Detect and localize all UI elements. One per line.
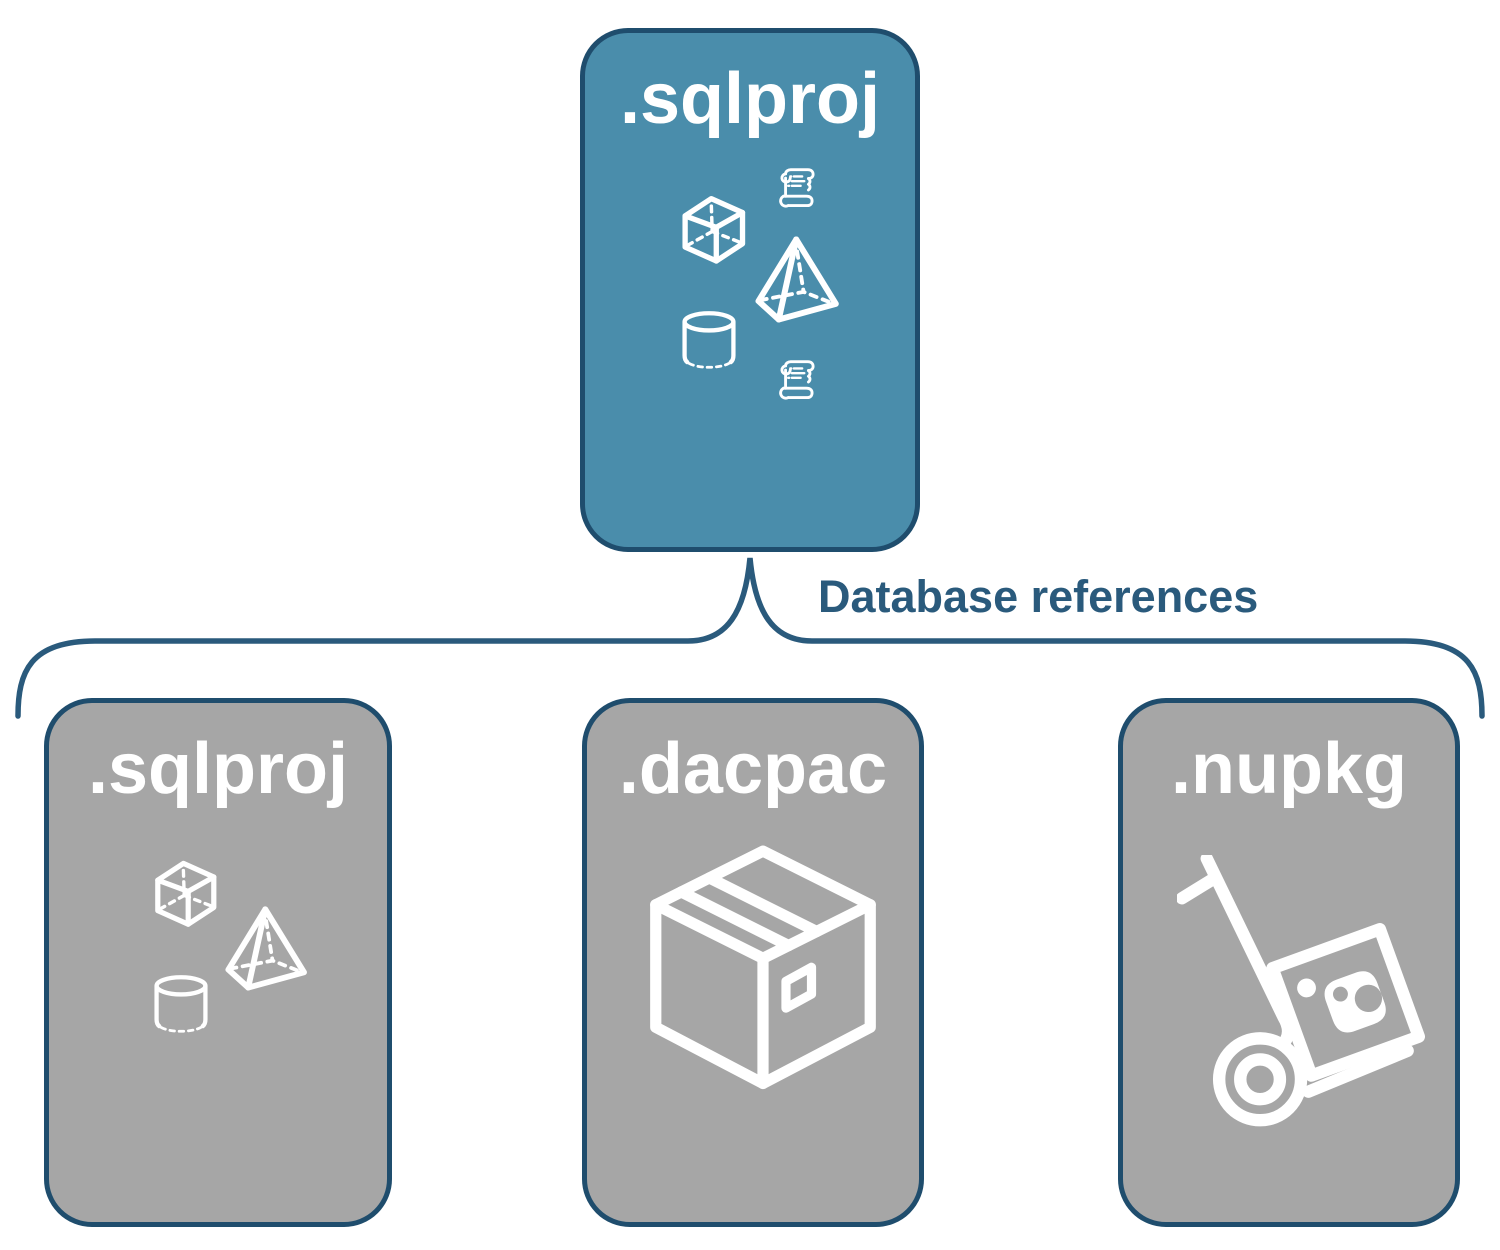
- package-box-icon: [643, 837, 883, 1095]
- cube-icon: [669, 188, 757, 270]
- card-child-nupkg-title: .nupkg: [1171, 729, 1407, 809]
- card-child-sqlproj-title: .sqlproj: [87, 729, 348, 809]
- card-child-dacpac-title: .dacpac: [618, 729, 888, 809]
- card-child-nupkg: .nupkg: [1118, 698, 1460, 1227]
- pyramid-icon: [217, 903, 319, 993]
- scroll-icon: [771, 163, 823, 217]
- card-child-sqlproj: .sqlproj: [44, 698, 392, 1227]
- cube-icon: [142, 853, 228, 933]
- card-child-dacpac: .dacpac: [582, 698, 924, 1227]
- card-root-title: .sqlproj: [619, 59, 880, 139]
- hand-truck-nuget-icon: [1177, 855, 1425, 1130]
- cylinder-icon: [148, 968, 214, 1042]
- cylinder-icon: [676, 303, 742, 379]
- scroll-icon: [771, 355, 823, 409]
- card-root-sqlproj: .sqlproj: [580, 28, 920, 552]
- connector-label: Database references: [818, 571, 1259, 622]
- pyramid-icon: [748, 233, 850, 325]
